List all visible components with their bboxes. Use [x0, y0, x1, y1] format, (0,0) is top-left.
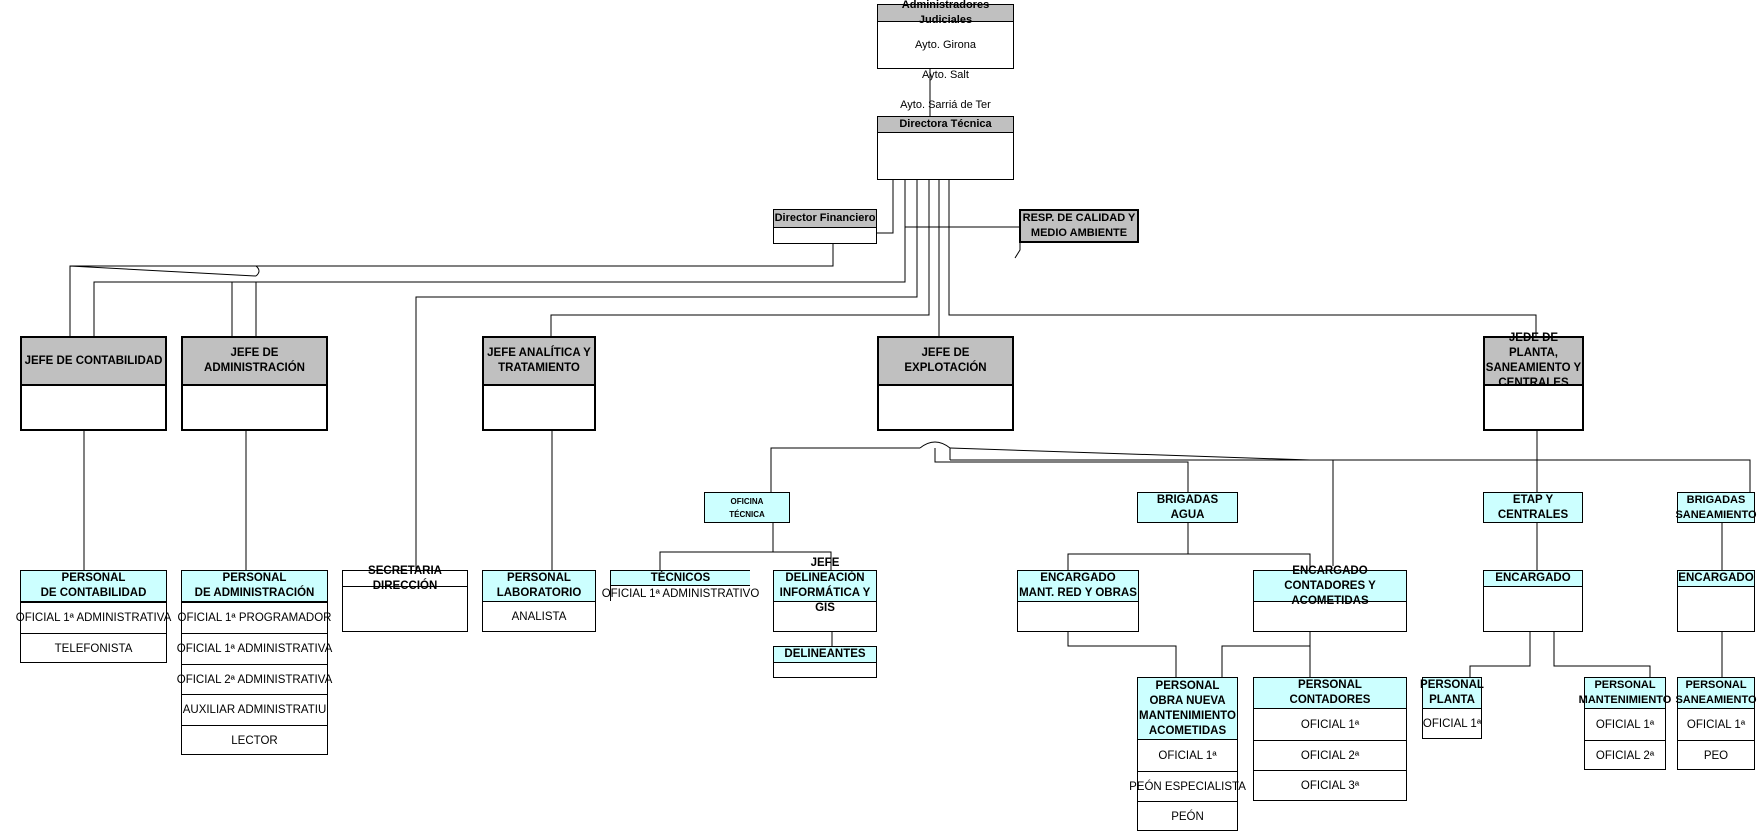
brigadas-agua-title: BRIGADAS AGUA — [1156, 493, 1219, 521]
personal-saneamiento-title: PERSONAL SANEAMIENTO — [1675, 678, 1757, 709]
personal-mantenimiento-title: PERSONAL MANTENIMIENTO — [1579, 678, 1671, 709]
jefe-contabilidad-box: JEFE DE CONTABILIDAD — [20, 336, 167, 431]
encargado-red-title: ENCARGADO MANT. RED Y OBRAS — [1018, 571, 1138, 602]
personal-contabilidad-box: PERSONAL DE CONTABILIDAD OFICIAL 1ª ADMI… — [16, 570, 171, 663]
directora-title: Directora Técnica — [878, 117, 1013, 133]
brigadas-agua-box: BRIGADAS AGUA — [1137, 492, 1238, 523]
list-item: OFICIAL 3ª — [1254, 770, 1406, 801]
list-item: OFICIAL 1ª — [1595, 718, 1655, 731]
calidad-box: RESP. DE CALIDAD Y MEDIO AMBIENTE — [1019, 209, 1139, 243]
jefe-administracion-title: JEFE DE ADMINISTRACIÓN — [183, 338, 326, 386]
personal-administracion-box: PERSONAL DE ADMINISTRACIÓN OFICIAL 1ª PR… — [177, 570, 332, 755]
delineantes-box: DELINEANTES — [773, 646, 877, 678]
jefe-explotacion-title: JEFE DE EXPLOTACIÓN — [879, 338, 1012, 386]
etap-box: ETAP Y CENTRALES — [1483, 492, 1583, 523]
personal-planta-title: PERSONAL PLANTA — [1420, 678, 1484, 709]
encargado-etap-box: ENCARGADO — [1483, 570, 1583, 632]
jefe-explotacion-box: JEFE DE EXPLOTACIÓN — [877, 336, 1014, 431]
jefe-administracion-box: JEFE DE ADMINISTRACIÓN — [181, 336, 328, 431]
list-item: PEÓN ESPECIALISTA — [1129, 771, 1246, 801]
list-item: OFICIAL 1ª — [1422, 718, 1482, 730]
list-item: OFICIAL 1ª ADMINISTRATIVA — [177, 633, 332, 664]
personal-mantenimiento-box: PERSONAL MANTENIMIENTO OFICIAL 1ª OFICIA… — [1579, 677, 1671, 770]
encargado-contadores-box: ENCARGADO CONTADORES Y ACOMETIDAS — [1253, 565, 1407, 632]
list-item: OFICIAL 2ª — [1585, 740, 1665, 770]
jefe-analitica-box: JEFE ANALÍTICA Y TRATAMIENTO — [482, 336, 596, 431]
list-item: OFICIAL 2ª — [1254, 740, 1406, 770]
secretaria-title: SECRETARIA DIRECCIÓN — [343, 565, 467, 592]
financiero-title: Director Financiero — [774, 210, 876, 228]
administradores-box: Administradores Judiciales Ayto. Girona … — [877, 0, 1014, 111]
ayto-girona: Ayto. Girona — [915, 39, 976, 51]
personal-laboratorio-title: PERSONAL LABORATORIO — [483, 571, 595, 602]
encargado-contadores-title: ENCARGADO CONTADORES Y ACOMETIDAS — [1254, 565, 1406, 607]
list-item: PEÓN — [1138, 801, 1237, 831]
list-item: ANALISTA — [511, 611, 567, 623]
list-item: OFICIAL 2ª ADMINISTRATIVA — [177, 664, 332, 694]
jefe-planta-box: JEDE DE PLANTA, SANEAMIENTO Y CENTRALES — [1483, 332, 1584, 431]
encargado-red-box: ENCARGADO MANT. RED Y OBRAS — [1017, 570, 1139, 632]
financiero-box: Director Financiero — [773, 209, 877, 244]
list-item: OFICIAL 1ª PROGRAMADOR — [178, 602, 332, 633]
list-item: PEO — [1678, 740, 1754, 770]
list-item: OFICIAL 1ª ADMINISTRATIVO — [601, 588, 760, 600]
tecnicos-title: TÉCNICOS — [611, 571, 750, 586]
list-item: OFICIAL 1ª — [1300, 718, 1360, 731]
list-item: OFICIAL 1ª ADMINISTRATIVA — [16, 602, 171, 633]
calidad-title: RESP. DE CALIDAD Y MEDIO AMBIENTE — [1022, 212, 1136, 239]
encargado-etap-title: ENCARGADO — [1484, 571, 1582, 587]
personal-contabilidad-title: PERSONAL DE CONTABILIDAD — [21, 571, 166, 602]
administradores-lines: Ayto. Girona Ayto. Salt Ayto. Sarriá de … — [878, 23, 1013, 128]
list-item: TELEFONISTA — [21, 633, 166, 663]
directora-box: Directora Técnica — [877, 116, 1014, 180]
tecnicos-box: TÉCNICOS OFICIAL 1ª ADMINISTRATIVO — [601, 570, 760, 601]
personal-administracion-title: PERSONAL DE ADMINISTRACIÓN — [182, 571, 327, 602]
oficina-tecnica-title: OFICINA TÉCNICA — [729, 496, 765, 519]
brigadas-saneamiento-title: BRIGADAS SANEAMIENTO — [1675, 493, 1757, 521]
personal-obra-subtitle: MANTENIMIENTO ACOMETIDAS — [1138, 709, 1237, 740]
ayto-sarria: Ayto. Sarriá de Ter — [900, 99, 991, 111]
jefe-analitica-title: JEFE ANALÍTICA Y TRATAMIENTO — [484, 338, 594, 386]
personal-obra-box: PERSONAL OBRA NUEVA MANTENIMIENTO ACOMET… — [1129, 677, 1246, 831]
jefe-contabilidad-title: JEFE DE CONTABILIDAD — [22, 338, 165, 386]
list-item: LECTOR — [182, 725, 327, 755]
ayto-salt: Ayto. Salt — [922, 69, 969, 81]
secretaria-box: SECRETARIA DIRECCIÓN — [342, 565, 468, 632]
personal-contadores-title: PERSONAL CONTADORES — [1254, 678, 1406, 709]
encargado-saneamiento-title: ENCARGADO — [1678, 571, 1754, 587]
personal-planta-box: PERSONAL PLANTA OFICIAL 1ª — [1420, 677, 1484, 739]
brigadas-saneamiento-box: BRIGADAS SANEAMIENTO — [1675, 492, 1757, 523]
jefe-delineacion-title: JEFE DELINEACIÓN INFORMÁTICA Y GIS — [774, 557, 876, 614]
personal-saneamiento-box: PERSONAL SANEAMIENTO OFICIAL 1ª PEO — [1675, 677, 1757, 770]
delineantes-title: DELINEANTES — [774, 647, 876, 663]
administradores-title: Administradores Judiciales — [878, 0, 1013, 26]
etap-title: ETAP Y CENTRALES — [1497, 493, 1569, 521]
personal-laboratorio-box: PERSONAL LABORATORIO ANALISTA — [482, 570, 596, 632]
oficina-tecnica-box: OFICINA TÉCNICA — [704, 492, 790, 523]
personal-obra-title: PERSONAL OBRA NUEVA — [1138, 678, 1237, 709]
jefe-delineacion-box: JEFE DELINEACIÓN INFORMÁTICA Y GIS — [773, 557, 877, 632]
list-item: AUXILIAR ADMINISTRATIU — [182, 694, 327, 725]
encargado-saneamiento-box: ENCARGADO — [1677, 570, 1755, 632]
personal-contadores-box: PERSONAL CONTADORES OFICIAL 1ª OFICIAL 2… — [1253, 677, 1407, 801]
list-item: OFICIAL 1ª — [1158, 749, 1217, 762]
jefe-planta-title: JEDE DE PLANTA, SANEAMIENTO Y CENTRALES — [1485, 332, 1582, 389]
list-item: OFICIAL 1ª — [1686, 718, 1746, 731]
